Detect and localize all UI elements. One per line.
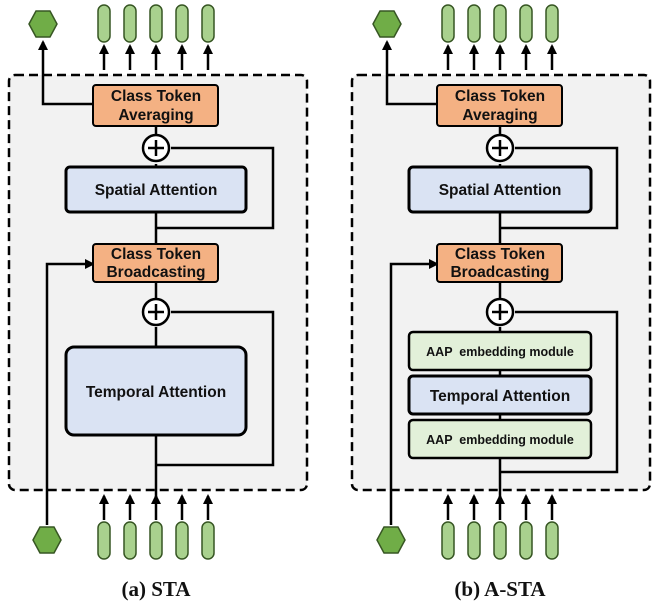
output-tokens bbox=[372, 4, 559, 43]
class-token-averaging-line1: Class Token bbox=[111, 88, 201, 105]
class-token-broadcasting-line1: Class Token bbox=[455, 246, 545, 263]
patch-token-capsule-icon bbox=[519, 4, 533, 43]
patch-token-capsule-icon bbox=[123, 521, 137, 560]
patch-token-capsule-icon bbox=[545, 4, 559, 43]
class-token-hexagon-icon bbox=[28, 10, 58, 38]
input-arrows bbox=[443, 494, 557, 520]
class-token-broadcasting-box bbox=[92, 243, 219, 283]
patch-token-capsule-icon bbox=[97, 521, 111, 560]
temporal-attention-box bbox=[407, 374, 593, 416]
spatial-attention-box bbox=[64, 165, 248, 214]
class-token-averaging-line2: Averaging bbox=[118, 107, 193, 124]
patch-token-capsule-icon bbox=[97, 4, 111, 43]
output-tokens bbox=[28, 4, 215, 43]
class-token-hexagon-icon bbox=[376, 526, 406, 554]
class-token-hexagon-icon bbox=[32, 526, 62, 554]
spatial-attention-label: Spatial Attention bbox=[439, 182, 562, 199]
temporal-attention-box bbox=[64, 345, 248, 437]
aap-embedding-module-top-label: AAP embedding module bbox=[426, 345, 574, 359]
class-token-averaging-line2: Averaging bbox=[462, 107, 537, 124]
patch-token-capsule-icon bbox=[123, 4, 137, 43]
temporal-attention-label: Temporal Attention bbox=[86, 384, 226, 401]
patch-token-capsule-icon bbox=[493, 4, 507, 43]
class-token-broadcasting-box bbox=[436, 243, 563, 283]
aap-embedding-module-bottom-label: AAP embedding module bbox=[426, 433, 574, 447]
aap-embedding-module-bottom-box bbox=[407, 418, 593, 460]
class-token-averaging-box bbox=[92, 84, 219, 127]
temporal-attention-label: Temporal Attention bbox=[430, 388, 570, 405]
flow-lines bbox=[45, 126, 275, 525]
input-arrows bbox=[99, 494, 213, 520]
patch-token-capsule-icon bbox=[175, 521, 189, 560]
panel-caption: (a) STA bbox=[121, 577, 191, 601]
patch-token-capsule-icon bbox=[149, 4, 163, 43]
output-arrows bbox=[38, 40, 213, 106]
patch-token-capsule-icon bbox=[467, 521, 481, 560]
patch-token-capsule-icon bbox=[545, 521, 559, 560]
input-tokens bbox=[376, 521, 559, 560]
patch-token-capsule-icon bbox=[441, 4, 455, 43]
class-token-hexagon-icon bbox=[372, 10, 402, 38]
patch-token-capsule-icon bbox=[201, 521, 215, 560]
output-arrows bbox=[382, 40, 557, 106]
patch-token-capsule-icon bbox=[175, 4, 189, 43]
spatial-attention-label: Spatial Attention bbox=[95, 182, 218, 199]
patch-token-capsule-icon bbox=[467, 4, 481, 43]
class-token-broadcasting-line1: Class Token bbox=[111, 246, 201, 263]
panel-caption: (b) A-STA bbox=[454, 577, 546, 601]
patch-token-capsule-icon bbox=[149, 521, 163, 560]
class-token-averaging-box bbox=[436, 84, 563, 127]
patch-token-capsule-icon bbox=[519, 521, 533, 560]
patch-token-capsule-icon bbox=[201, 4, 215, 43]
panel-asta: Class Token Averaging Spatial Attention … bbox=[350, 4, 652, 601]
patch-token-capsule-icon bbox=[441, 521, 455, 560]
patch-token-capsule-icon bbox=[493, 521, 507, 560]
input-tokens bbox=[32, 521, 215, 560]
panel-sta: Class Token Averaging Spatial Attention … bbox=[7, 4, 309, 601]
class-token-broadcasting-line2: Broadcasting bbox=[106, 264, 205, 281]
class-token-broadcasting-line2: Broadcasting bbox=[450, 264, 549, 281]
class-token-averaging-line1: Class Token bbox=[455, 88, 545, 105]
spatial-attention-box bbox=[407, 165, 593, 214]
aap-embedding-module-top-box bbox=[407, 330, 593, 372]
